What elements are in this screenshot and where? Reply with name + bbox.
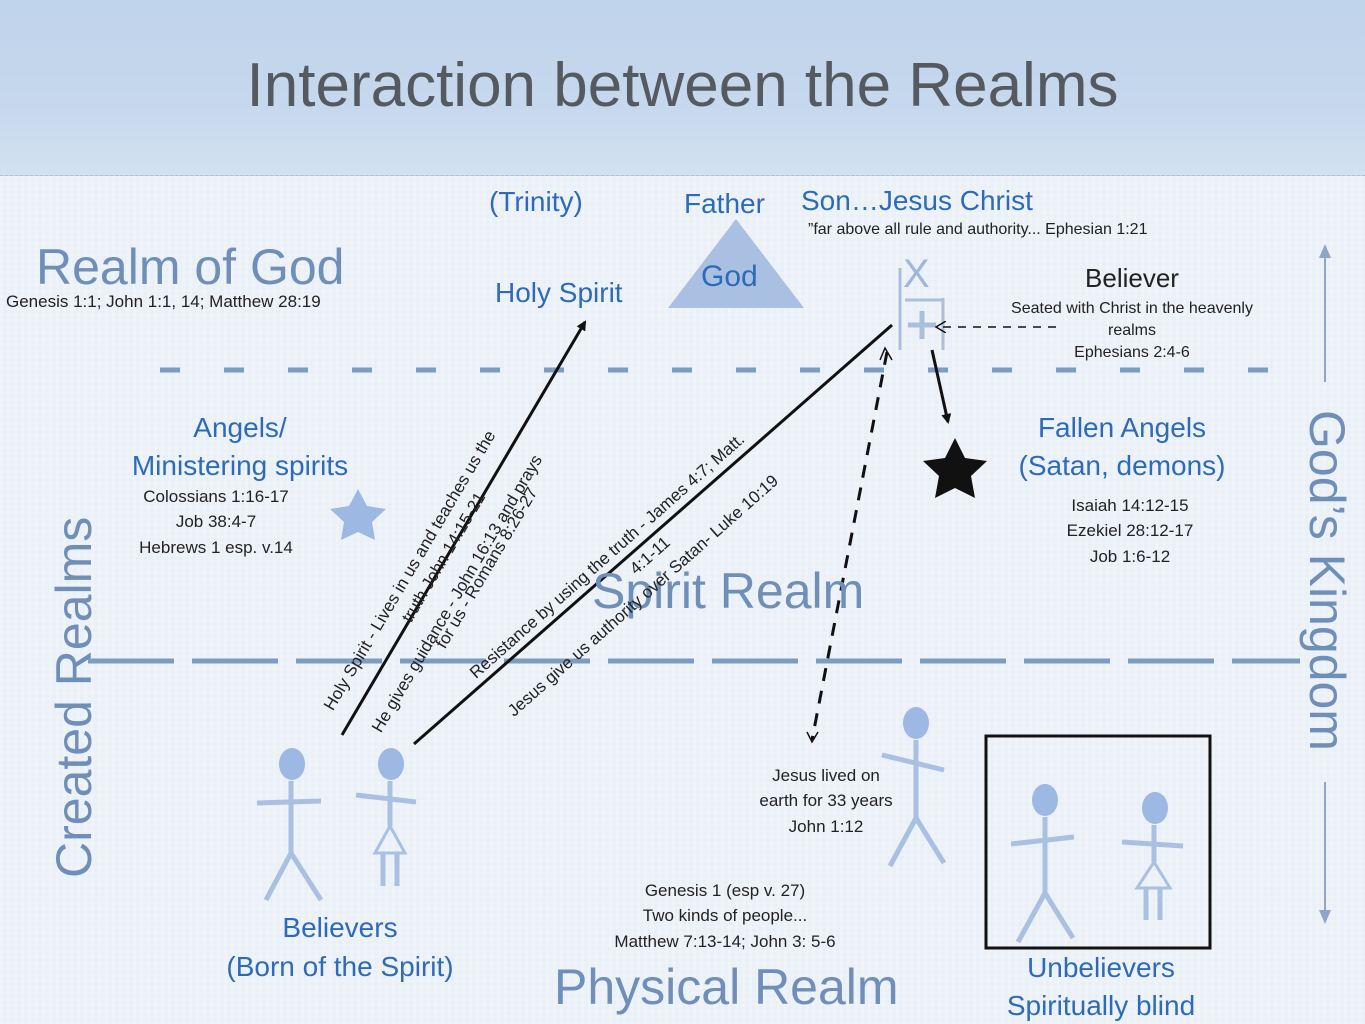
genesis-line1: Genesis 1 (esp v. 27): [644, 881, 806, 900]
unbelievers-box: [984, 734, 1212, 950]
holy-spirit-label: Holy Spirit: [495, 277, 623, 308]
fallen-ref3: Job 1:6-12: [1089, 547, 1171, 566]
fallen-angels-title: Fallen Angels: [1037, 412, 1207, 443]
unbeliever-male-figure: [1010, 784, 1076, 944]
son-quote: ”far above all rule and authority... Eph…: [808, 221, 1148, 238]
trinity-label: (Trinity): [489, 186, 583, 217]
believer-line1: Seated with Christ in the heavenly: [1011, 300, 1253, 317]
realm-of-god-refs: Genesis 1:1; John 1:1, 14; Matthew 28:19: [6, 292, 321, 311]
jesus-figure: [881, 707, 947, 868]
genesis-line2: Two kinds of people...: [642, 906, 808, 925]
angels-subtitle: Ministering spirits: [131, 450, 349, 481]
angels-ref3: Hebrews 1 esp. v.14: [139, 538, 293, 557]
unbeliever-female-figure: [1121, 792, 1184, 920]
angels-ref2: Job 38:4-7: [175, 512, 257, 531]
believers-subtitle: (Born of the Spirit): [226, 951, 454, 982]
x-mark: X: [903, 252, 930, 296]
realm-of-god-heading: Realm of God: [36, 239, 345, 295]
unbelievers-title: Unbelievers: [1027, 952, 1175, 983]
angel-star-icon: [330, 489, 386, 540]
believer-title: Believer: [1085, 263, 1179, 293]
son-label: Son…Jesus Christ: [801, 185, 1033, 216]
fallen-ref2: Ezekiel 28:12-17: [1066, 521, 1194, 540]
gods-kingdom-label: God’s Kingdom: [1299, 410, 1355, 751]
physical-realm-heading: Physical Realm: [554, 959, 899, 1015]
fallen-angels-subtitle: (Satan, demons): [1018, 450, 1226, 481]
fallen-ref1: Isaiah 14:12-15: [1071, 496, 1189, 515]
trinity-triangle: [668, 219, 804, 308]
angels-ref1: Colossians 1:16-17: [143, 487, 289, 506]
angels-title: Angels/: [193, 412, 287, 443]
believers-title: Believers: [282, 912, 398, 943]
jesus-earth-line1: Jesus lived on: [772, 766, 880, 785]
title-bar: [0, 0, 1365, 176]
god-label: God: [701, 260, 758, 293]
jesus-earth-line2: earth for 33 years: [759, 791, 893, 810]
believer-female-figure: [355, 748, 417, 886]
genesis-line3: Matthew 7:13-14; John 3: 5-6: [614, 932, 836, 951]
believer-male-figure: [256, 748, 324, 902]
jesus-earth-ref: John 1:12: [788, 817, 864, 836]
believer-ref: Ephesians 2:4-6: [1074, 344, 1190, 361]
slide-title: Interaction between the Realms: [246, 51, 1119, 120]
believer-line2: realms: [1107, 322, 1156, 339]
spirit-realm-heading: Spirit Realm: [592, 563, 865, 619]
created-realms-label: Created Realms: [46, 516, 102, 878]
fallen-star-icon: [923, 438, 987, 498]
father-label: Father: [684, 188, 765, 219]
unbelievers-subtitle: Spiritually blind: [1006, 990, 1196, 1021]
